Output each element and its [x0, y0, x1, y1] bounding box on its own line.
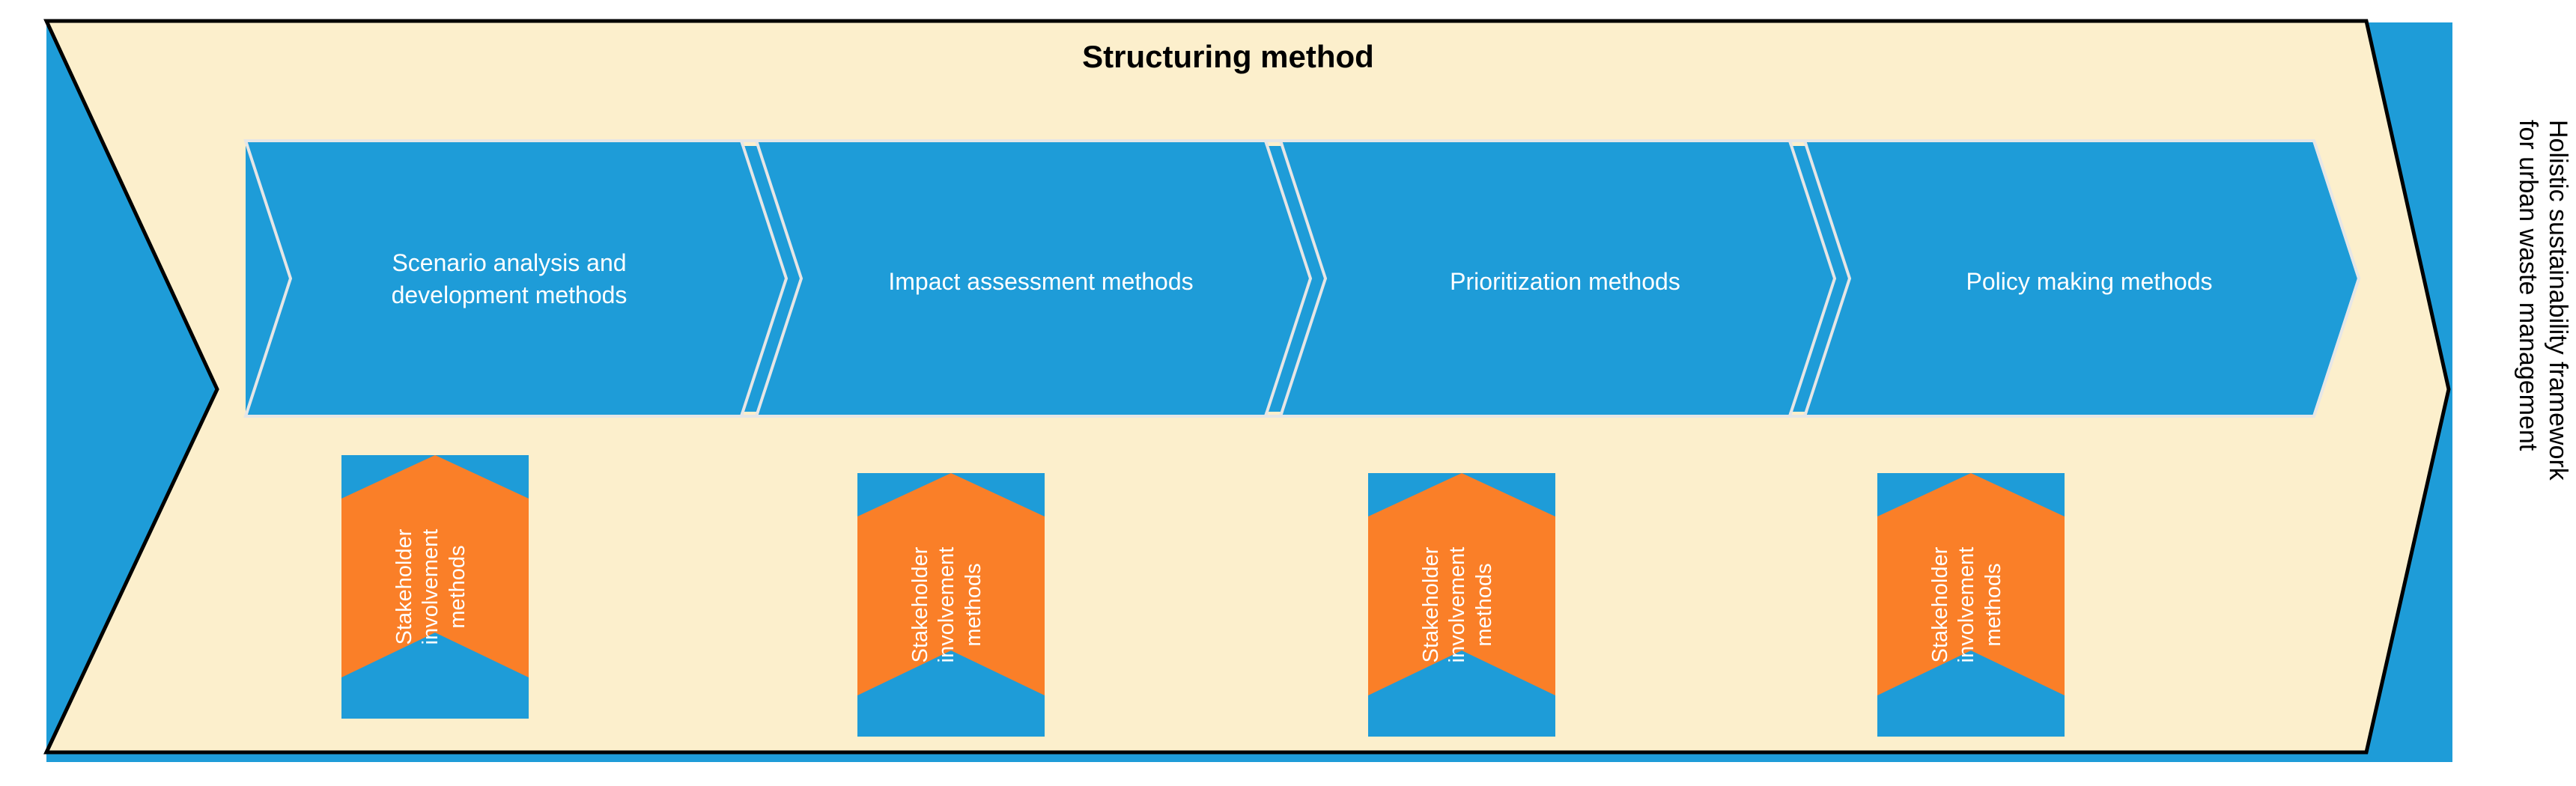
- stakeholder-box-1: [341, 455, 529, 719]
- chevron-separator-4: [1264, 140, 1313, 417]
- chevron-separator-6: [1788, 140, 1837, 417]
- stakeholder-box-2: [857, 473, 1045, 737]
- chevron-separator-7: [1803, 140, 1852, 417]
- chevron-separator-8: [2312, 140, 2361, 417]
- stakeholder-box-4: [1877, 473, 2065, 737]
- chevron-separator-1: [244, 140, 293, 417]
- stakeholder-box-3-chevron: [1368, 473, 1555, 695]
- chevron-separator-3: [755, 140, 804, 417]
- process-band-fill: [246, 146, 2312, 412]
- chevron-separator-5: [1279, 140, 1328, 417]
- stakeholder-box-3: [1368, 473, 1555, 737]
- stakeholder-box-4-chevron: [1877, 473, 2065, 695]
- chevron-separator-2: [740, 140, 789, 417]
- stakeholder-box-1-chevron: [341, 455, 529, 677]
- stakeholder-box-2-chevron: [857, 473, 1045, 695]
